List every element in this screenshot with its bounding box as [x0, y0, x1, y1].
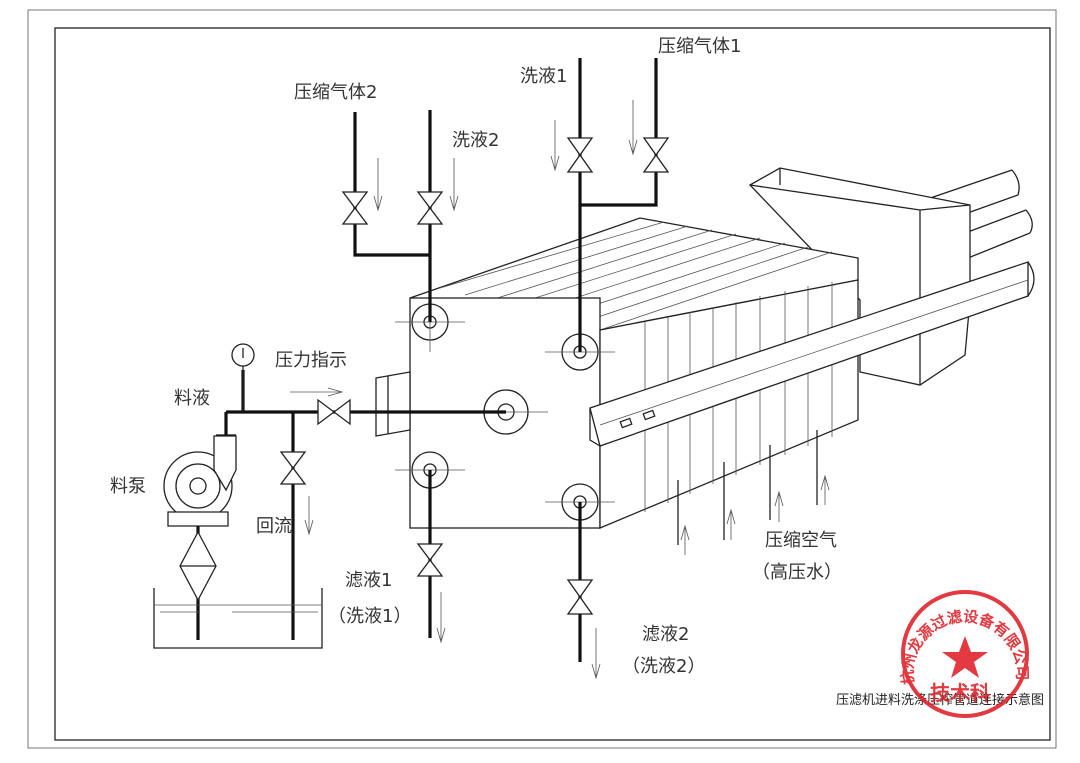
outer-frame	[27, 9, 1057, 749]
label-wash2-top: 洗液2	[452, 130, 499, 151]
pressure-gauge-icon	[231, 343, 255, 412]
stamp-dept: 技术科	[930, 681, 990, 705]
labels: 压缩气体2 洗液2 洗液1 压缩气体1 压力指示 料液 料泵 回流 滤液1 （洗…	[110, 36, 1044, 708]
label-gas2: 压缩气体2	[294, 82, 377, 103]
label-wash1-top: 洗液1	[520, 66, 567, 87]
valves	[279, 137, 670, 615]
label-pump: 料泵	[110, 476, 146, 497]
label-air: 压缩空气	[765, 530, 837, 551]
tank	[153, 588, 323, 649]
label-gas1: 压缩气体1	[658, 36, 741, 57]
star-icon	[942, 636, 988, 678]
caption: 压滤机进料洗涤压榨管道连接示意图	[836, 692, 1044, 708]
label-return-flow: 回流	[256, 516, 292, 537]
port-circles	[411, 303, 599, 521]
flow-arrows	[290, 100, 830, 680]
label-air-water: （高压水）	[752, 562, 842, 583]
company-stamp: 杭州龙源过滤设备有限公司 技术科	[899, 590, 1031, 718]
label-pressure: 压力指示	[275, 350, 347, 371]
label-filtrate1-wash: （洗液1）	[328, 606, 411, 627]
pump-icon	[163, 435, 237, 527]
label-filtrate2: 滤液2	[642, 624, 689, 645]
label-filtrate1: 滤液1	[345, 570, 392, 591]
inner-frame	[54, 27, 1051, 741]
label-filtrate2-wash: （洗液2）	[622, 656, 705, 677]
label-feed: 料液	[174, 388, 210, 409]
filter-press	[375, 167, 1035, 529]
